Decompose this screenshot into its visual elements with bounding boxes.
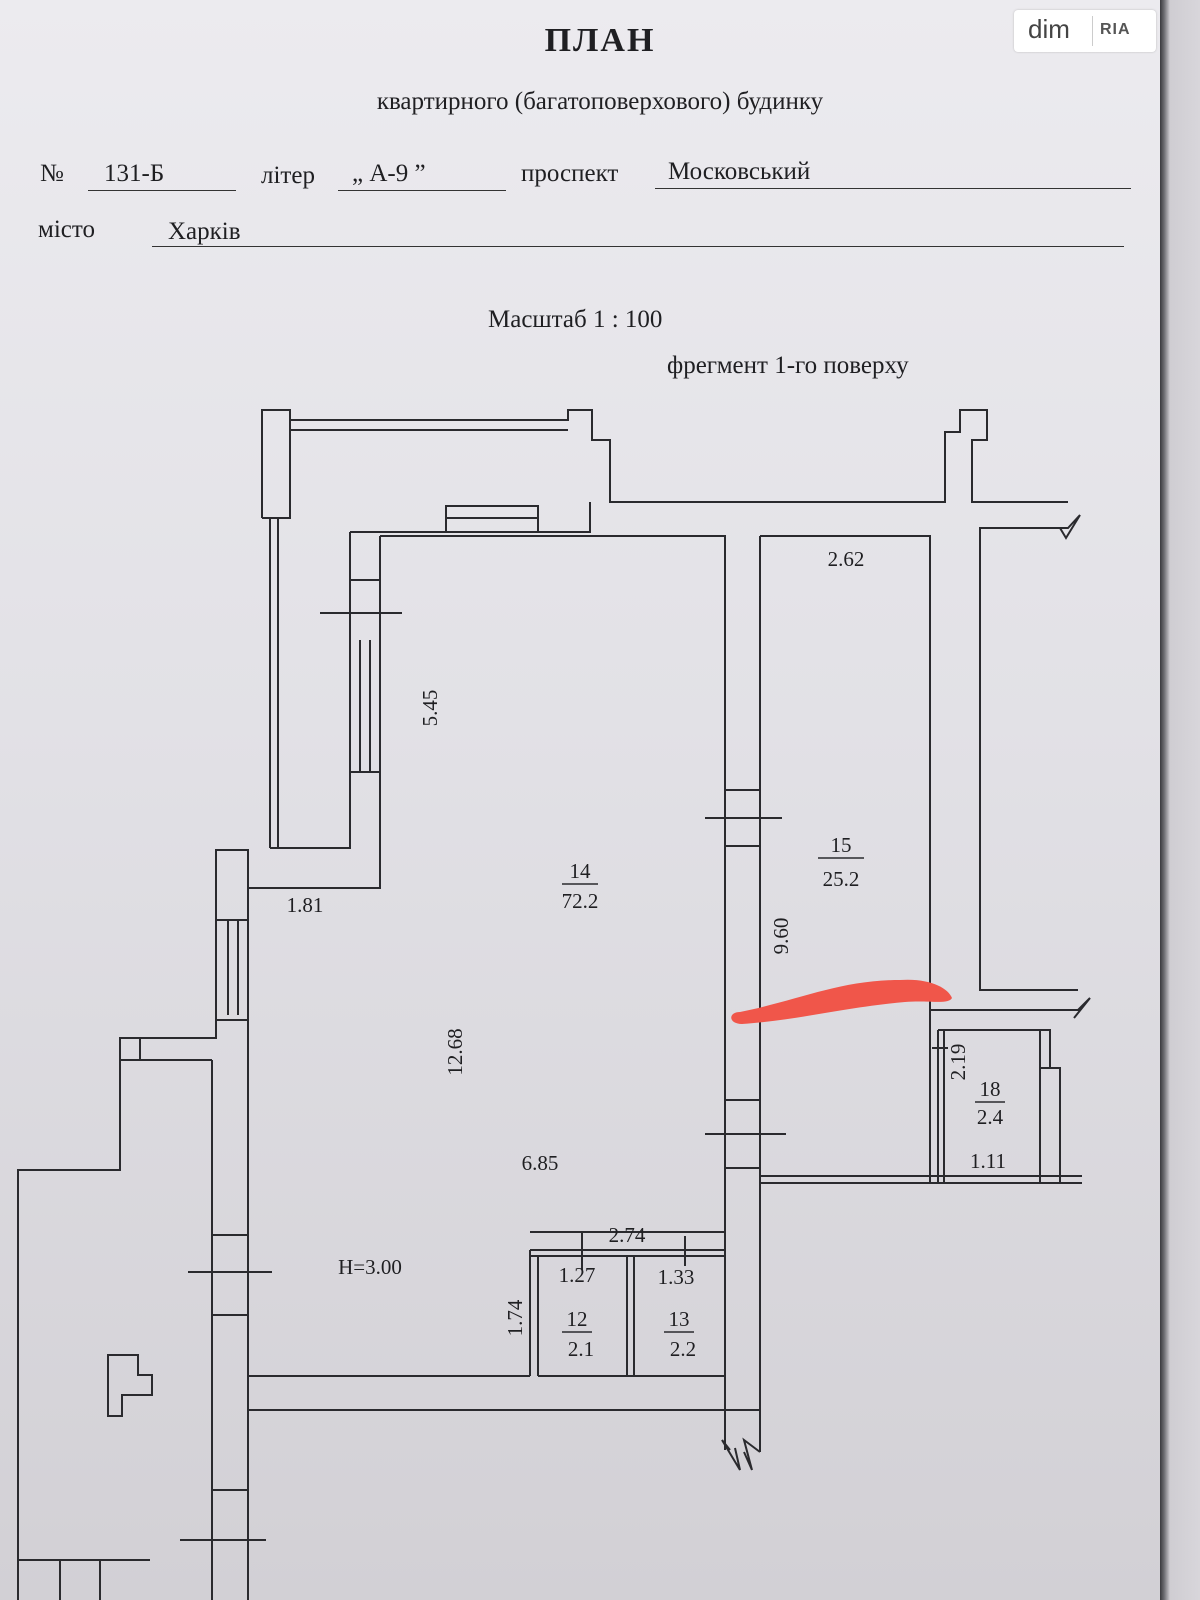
number-label: №	[40, 160, 64, 187]
liter-value: „ А-9 ”	[352, 160, 426, 187]
room-14-walls	[215, 505, 726, 1377]
avenue-value: Московський	[668, 158, 811, 185]
dimension-1-11: 1.11	[970, 1149, 1006, 1173]
room-15-area: 25.2	[823, 867, 860, 891]
dimension-5-45: 5.45	[418, 690, 442, 727]
north-wall	[261, 409, 1068, 580]
logo-separator	[1092, 16, 1093, 46]
number-underline	[88, 190, 236, 191]
rooms-12-13-walls	[529, 1231, 726, 1377]
logo-dim-text: dim	[1028, 14, 1070, 44]
fragment-text: фрегмент 1-го поверху	[667, 352, 909, 379]
dimension-1-33: 1.33	[658, 1265, 695, 1289]
scale-text: Масштаб 1 : 100	[488, 306, 663, 333]
room-13-number: 13	[669, 1307, 690, 1331]
red-highlight-mark	[731, 979, 952, 1024]
city-value: Харків	[168, 218, 241, 245]
room-18-area: 2.4	[977, 1105, 1004, 1129]
dimension-1-74: 1.74	[503, 1299, 527, 1336]
west-stair-core	[17, 1020, 741, 1600]
room-12-area: 2.1	[568, 1337, 594, 1361]
dimria-watermark-logo: dim RIA	[1014, 10, 1156, 52]
room-18-number: 18	[980, 1077, 1001, 1101]
city-label: місто	[38, 216, 95, 243]
room-18-walls	[932, 1029, 1061, 1183]
room-14-area: 72.2	[562, 889, 599, 913]
dimension-2-62: 2.62	[828, 547, 865, 571]
dimension-12-68: 12.68	[443, 1028, 467, 1075]
document-title: ПЛАН	[544, 22, 656, 59]
west-loggia	[269, 518, 402, 849]
dimension-6-85: 6.85	[522, 1151, 559, 1175]
room-14-number: 14	[570, 859, 592, 883]
liter-label: літер	[261, 162, 315, 189]
number-value: 131-Б	[104, 160, 165, 187]
dimension-2-74: 2.74	[609, 1223, 646, 1247]
avenue-label: проспект	[521, 160, 619, 187]
city-underline	[152, 246, 1124, 247]
logo-ria-text: RIA	[1100, 21, 1131, 38]
room-13-area: 2.2	[670, 1337, 696, 1361]
room-15-number: 15	[831, 833, 852, 857]
corridor-wall	[705, 536, 786, 1471]
room-12-number: 12	[567, 1307, 588, 1331]
liter-underline	[338, 190, 506, 191]
scan-edge-shadow	[1160, 0, 1200, 1600]
ceiling-height: Н=3.00	[338, 1255, 402, 1279]
room-15-walls	[760, 514, 1091, 1184]
avenue-underline	[655, 188, 1131, 189]
dimension-2-19: 2.19	[946, 1044, 970, 1081]
dimension-1-27: 1.27	[559, 1263, 596, 1287]
plan-labels: 14 72.2 15 25.2 12 2.1 13 2.2 18 2.4 5.4…	[287, 547, 1006, 1361]
dimension-9-60: 9.60	[769, 918, 793, 955]
document-subtitle: квартирного (багатоповерхового) будинку	[376, 88, 824, 115]
dimension-1-81: 1.81	[287, 893, 324, 917]
